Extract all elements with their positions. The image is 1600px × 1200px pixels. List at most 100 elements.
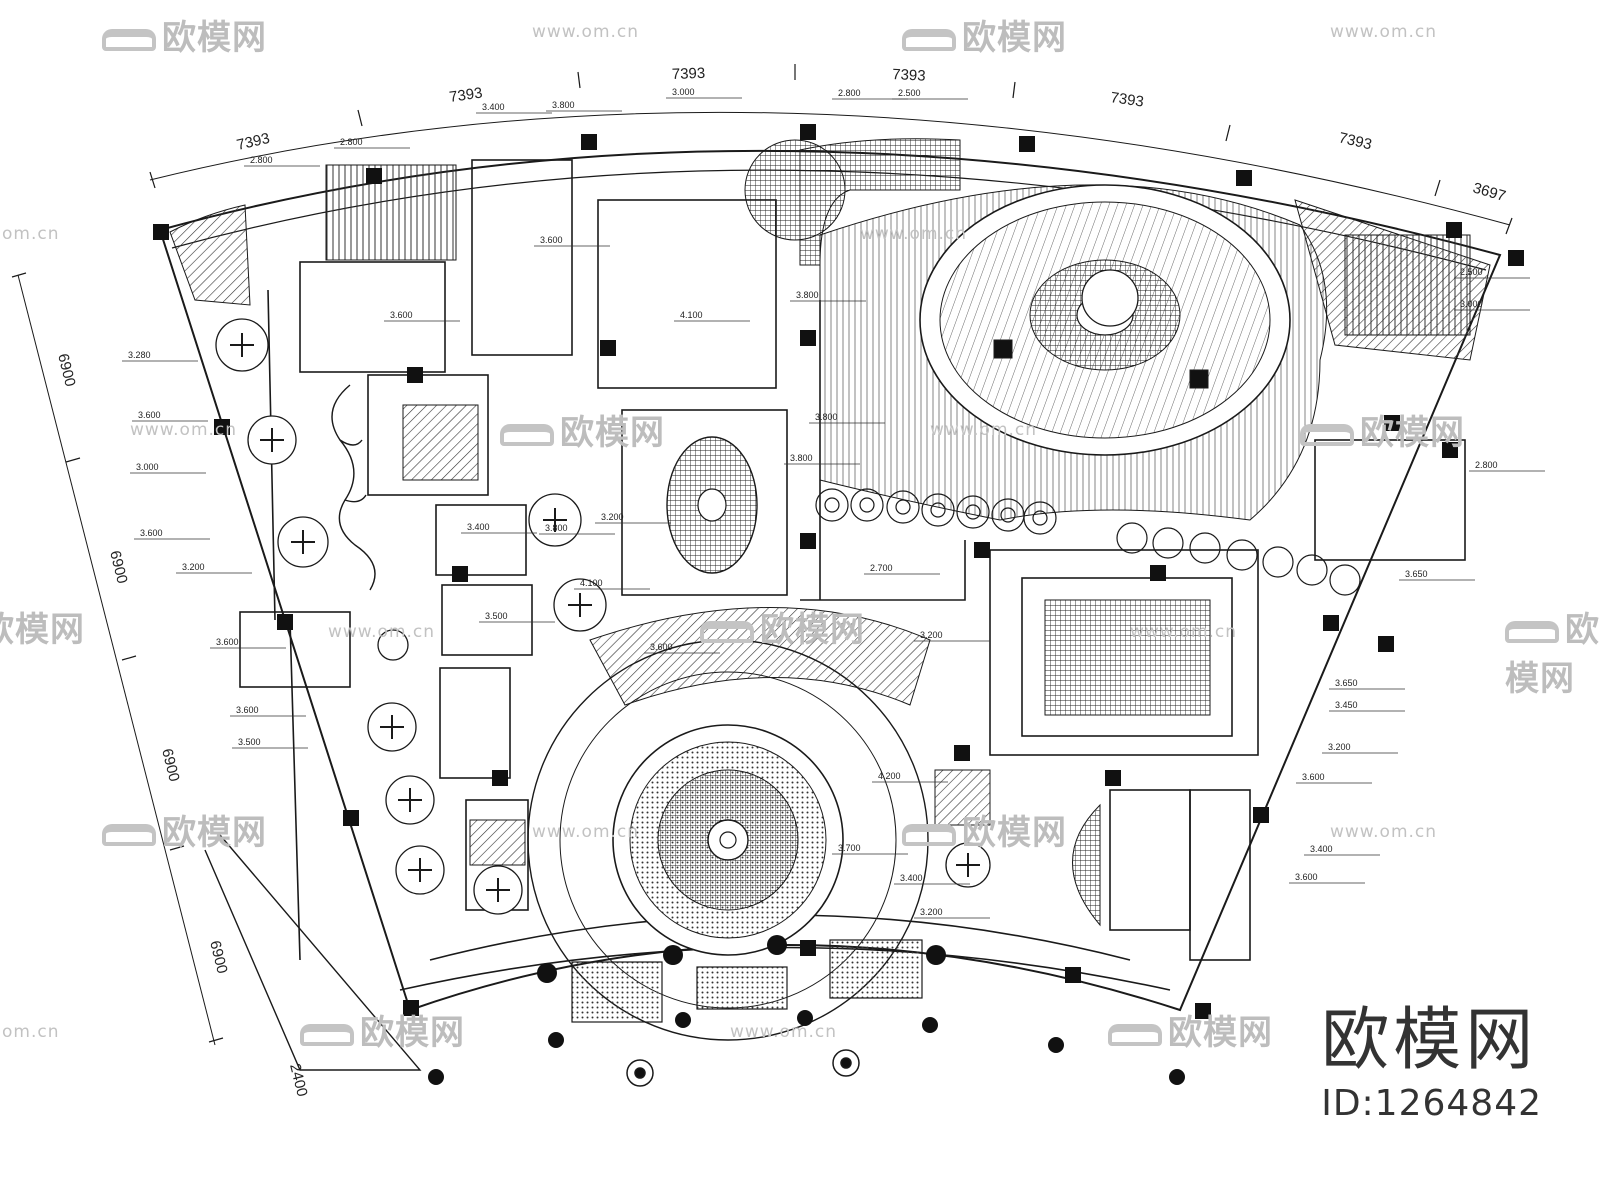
height-label: 4.100 xyxy=(580,578,603,588)
sofa-icon xyxy=(102,28,156,51)
watermark-logo: 欧模网 xyxy=(700,602,865,651)
height-label: 3.500 xyxy=(485,611,508,621)
dim-top-4: 7393 xyxy=(892,66,926,85)
height-label: 3.800 xyxy=(545,523,568,533)
watermark-url: om.cn xyxy=(2,224,60,244)
watermark-url: www.om.cn xyxy=(328,622,436,642)
dim-top-5: 7393 xyxy=(1109,89,1144,110)
height-label: 3.800 xyxy=(815,412,838,422)
watermark-logo: 欧模网 xyxy=(500,405,665,454)
height-label: 3.200 xyxy=(920,907,943,917)
height-label: 3.400 xyxy=(482,102,505,112)
height-label: 3.400 xyxy=(467,522,490,532)
height-label: 3.400 xyxy=(900,873,923,883)
dimension-lines xyxy=(17,111,1511,1046)
sofa-icon xyxy=(500,423,554,446)
watermark-url: www.om.cn xyxy=(1330,822,1438,842)
sofa-icon xyxy=(1300,423,1354,446)
sofa-icon xyxy=(902,823,956,846)
watermark-url: om.cn xyxy=(2,1022,60,1042)
watermark-logo: 欧模网 xyxy=(1505,610,1600,699)
watermark-logo: 欧模网 xyxy=(902,10,1067,59)
height-label: 3.200 xyxy=(1328,742,1351,752)
height-label: 3.600 xyxy=(236,705,259,715)
structural-columns xyxy=(153,124,1524,1019)
medallion-crosses xyxy=(230,333,980,902)
height-label: 3.600 xyxy=(140,528,163,538)
watermark-logo: 欧模网 xyxy=(1300,405,1465,454)
front-pillars xyxy=(428,935,1185,1085)
sofa-icon xyxy=(1505,620,1559,643)
watermark-url: www.om.cn xyxy=(130,420,238,440)
height-label: 2.500 xyxy=(1460,267,1483,277)
sofa-icon xyxy=(902,28,956,51)
watermark-logo: 欧模网 xyxy=(902,805,1067,854)
height-label: 2.800 xyxy=(838,88,861,98)
dim-left-5: 2400 xyxy=(286,1062,311,1098)
height-label: 4.200 xyxy=(878,771,901,781)
height-label: 3.200 xyxy=(601,512,624,522)
brand-id: ID:1264842 xyxy=(1321,1083,1542,1124)
height-label: 3.600 xyxy=(138,410,161,420)
height-label: 3.280 xyxy=(128,350,151,360)
height-label: 2.800 xyxy=(1475,460,1498,470)
height-label: 2.700 xyxy=(870,563,893,573)
height-label: 3.600 xyxy=(216,637,239,647)
entrance-plants xyxy=(626,1049,860,1087)
watermark-url: www.om.cn xyxy=(860,224,968,244)
rotunda-ceiling xyxy=(527,639,929,1041)
height-label: 3.000 xyxy=(136,462,159,472)
dim-top-2: 7393 xyxy=(448,84,483,105)
height-label: 3.700 xyxy=(838,843,861,853)
height-label: 3.000 xyxy=(672,87,695,97)
interior-walls xyxy=(239,159,1466,991)
entrance-canopies xyxy=(571,939,923,1023)
dimension-ticks xyxy=(11,64,1513,1043)
sofa-icon xyxy=(102,823,156,846)
height-label: 3.800 xyxy=(552,100,575,110)
height-label: 3.200 xyxy=(182,562,205,572)
dim-left-2: 6900 xyxy=(106,549,131,585)
dim-top-1: 7393 xyxy=(235,130,271,154)
height-label: 3.600 xyxy=(1302,772,1325,782)
height-label: 3.650 xyxy=(1335,678,1358,688)
height-label: 3.500 xyxy=(238,737,261,747)
ornamental-scroll xyxy=(331,384,376,591)
height-label: 4.100 xyxy=(680,310,703,320)
brand-name: 欧模网 xyxy=(1321,1001,1538,1080)
dim-left-3: 6900 xyxy=(158,747,183,783)
dim-left-4: 6900 xyxy=(206,939,231,975)
dim-top-6: 7393 xyxy=(1337,129,1373,153)
height-label: 3.600 xyxy=(1295,872,1318,882)
height-label: 3.800 xyxy=(790,453,813,463)
height-label: 2.800 xyxy=(340,137,363,147)
watermark-url: www.om.cn xyxy=(532,822,640,842)
watermark-url: www.om.cn xyxy=(930,420,1038,440)
watermark-url: www.om.cn xyxy=(730,1022,838,1042)
height-label: 3.600 xyxy=(540,235,563,245)
watermark-logo: 欧模网 xyxy=(102,10,267,59)
ceiling-height-labels: 2.800 2.800 3.400 3.800 3.000 2.800 2.500 3.800… xyxy=(122,87,1545,919)
dim-top-7: 3697 xyxy=(1471,180,1508,206)
height-label: 3.650 xyxy=(1405,569,1428,579)
sofa-icon xyxy=(1108,1023,1162,1046)
watermark-logo: 欧模网 xyxy=(1108,1005,1273,1054)
top-dimension-labels: 7393 7393 7393 7393 7393 7393 3697 xyxy=(235,65,1508,205)
watermark-url: www.om.cn xyxy=(532,22,640,42)
height-label: 3.000 xyxy=(1460,299,1483,309)
oval-dome xyxy=(666,436,758,574)
height-label: 3.450 xyxy=(1335,700,1358,710)
brand-stamp: 欧模网 ID:1264842 xyxy=(1321,1001,1542,1125)
watermark-url: www.om.cn xyxy=(1330,22,1438,42)
height-label: 2.500 xyxy=(898,88,921,98)
dim-left-1: 6900 xyxy=(54,352,79,388)
watermark-logo: 欧模网 xyxy=(0,610,85,650)
downlight-rows xyxy=(815,488,1361,596)
coffered-ceiling xyxy=(1044,599,1211,716)
height-label: 2.800 xyxy=(250,155,273,165)
dim-top-3: 7393 xyxy=(672,65,706,83)
sofa-icon xyxy=(700,620,754,643)
height-label: 3.600 xyxy=(650,642,673,652)
watermark-url: www.om.cn xyxy=(1130,622,1238,642)
